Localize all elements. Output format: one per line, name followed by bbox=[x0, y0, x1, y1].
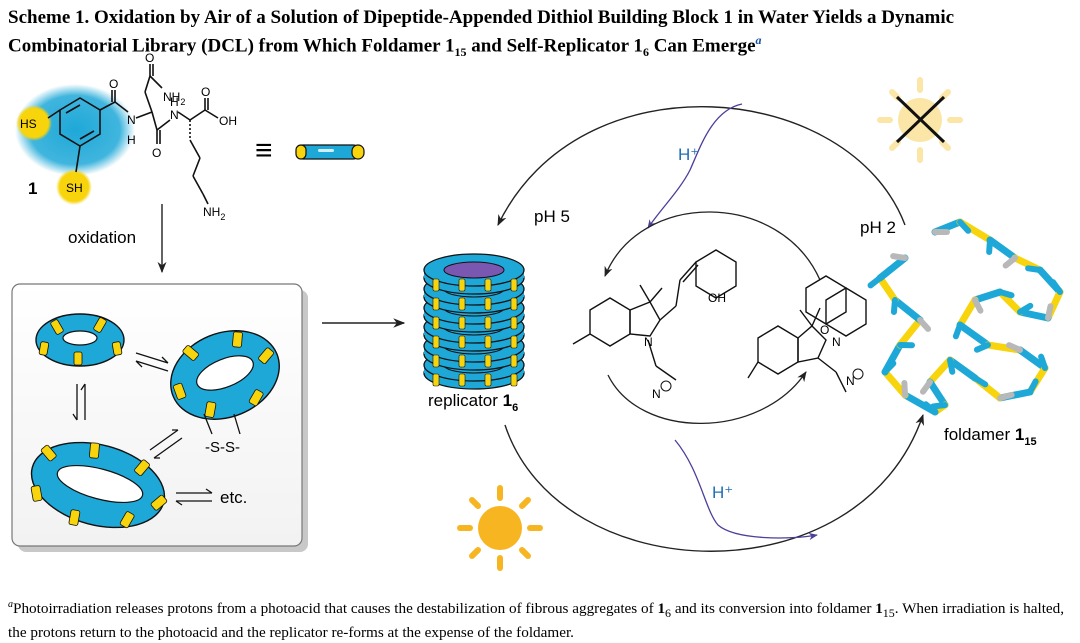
foldamer-segment bbox=[950, 360, 952, 372]
proton-label-top: H⁺ bbox=[678, 145, 699, 164]
foldamer-segment bbox=[989, 240, 990, 252]
foldamer-segment bbox=[880, 258, 905, 278]
sun-crossed-icon bbox=[880, 80, 960, 160]
sun-icon bbox=[460, 488, 540, 568]
foldamer-segment bbox=[871, 278, 880, 285]
replicator-stack bbox=[424, 254, 524, 389]
oxidation-label: oxidation bbox=[68, 228, 136, 247]
building-block-icon bbox=[296, 145, 364, 159]
foldamer-label: foldamer 115 bbox=[944, 425, 1037, 448]
foldamer-segment bbox=[895, 300, 920, 320]
label-o-d: O bbox=[201, 85, 210, 99]
foldamer-segment bbox=[990, 240, 1015, 258]
label-sh: SH bbox=[66, 181, 83, 195]
photoacid-charge-icon bbox=[661, 381, 671, 391]
label-nh2-bottom: NH2 bbox=[203, 205, 225, 222]
label-o-a: O bbox=[109, 77, 118, 91]
foldamer-segment bbox=[1041, 357, 1045, 368]
inner-arrow-top bbox=[605, 212, 820, 280]
foldamer-segment bbox=[933, 405, 945, 406]
foldamer-segment bbox=[960, 325, 988, 345]
caption-bold-1: 1 bbox=[657, 600, 665, 617]
caption-text-2: and its conversion into foldamer bbox=[671, 600, 875, 617]
label-n-b: N bbox=[170, 108, 179, 122]
label-compound-number: 1 bbox=[28, 179, 37, 198]
foldamer-segment bbox=[1006, 258, 1015, 266]
foldamer-structure bbox=[871, 222, 1060, 412]
molecule-structure: HS SH 1 O N H O NH2 O H N O OH NH2 ≡ bbox=[15, 51, 273, 222]
proton-arrow-bottom bbox=[675, 440, 817, 538]
foldamer-segment bbox=[975, 292, 1000, 300]
caption-bold-2: 1 bbox=[875, 600, 883, 617]
label-n-a: N bbox=[127, 113, 136, 127]
label-oh: OH bbox=[219, 114, 237, 128]
replicator-label: replicator 16 bbox=[428, 391, 518, 414]
spiropyran-n-label: N bbox=[832, 335, 841, 349]
macrocycle-small bbox=[36, 314, 124, 366]
caption-sub-2: 15 bbox=[883, 606, 895, 620]
disulfide-label: -S-S- bbox=[205, 439, 240, 456]
spiropyran-o-label: O bbox=[820, 323, 829, 337]
ph5-label: pH 5 bbox=[534, 207, 570, 226]
photoacid-n-label: N bbox=[644, 335, 653, 349]
ph2-label: pH 2 bbox=[860, 218, 896, 237]
caption-text-1: Photoirradiation releases protons from a… bbox=[13, 600, 657, 617]
foldamer-segment bbox=[1048, 306, 1050, 318]
photoacid-oh-label: OH bbox=[708, 291, 726, 305]
foldamer-segment bbox=[880, 278, 895, 300]
foldamer-segment bbox=[930, 382, 945, 405]
foldamer-segment bbox=[1028, 268, 1040, 270]
foldamer-segment bbox=[1000, 395, 1012, 398]
proton-label-bottom: H⁺ bbox=[712, 483, 733, 502]
foldamer-segment bbox=[893, 256, 905, 258]
foldamer-segment bbox=[900, 320, 920, 345]
etc-label: etc. bbox=[220, 488, 247, 507]
foldamer-segment bbox=[923, 382, 930, 392]
proton-arrow-top bbox=[648, 104, 742, 228]
foldamer-segment bbox=[930, 360, 950, 382]
foldamer-segment bbox=[920, 320, 928, 329]
foldamer-segment bbox=[904, 383, 905, 395]
photoacid-nplus-label: N bbox=[652, 387, 661, 401]
foldamer-segment bbox=[977, 345, 988, 350]
foldamer-segment bbox=[960, 300, 975, 325]
photoacid-open-form bbox=[573, 250, 736, 380]
figure-caption: aPhotoirradiation releases protons from … bbox=[8, 595, 1076, 643]
label-o-b: O bbox=[145, 51, 154, 65]
foldamer-segment bbox=[894, 300, 895, 312]
label-hs: HS bbox=[20, 117, 37, 131]
label-h-a: H bbox=[127, 133, 136, 147]
equivalence-sign: ≡ bbox=[255, 134, 273, 167]
foldamer-segment bbox=[956, 325, 960, 336]
foldamer-segment bbox=[1000, 292, 1012, 295]
label-h-b: H bbox=[170, 95, 179, 109]
label-o-c: O bbox=[152, 146, 161, 160]
inner-arrow-bottom bbox=[608, 372, 806, 423]
replicator-ring bbox=[424, 254, 524, 294]
